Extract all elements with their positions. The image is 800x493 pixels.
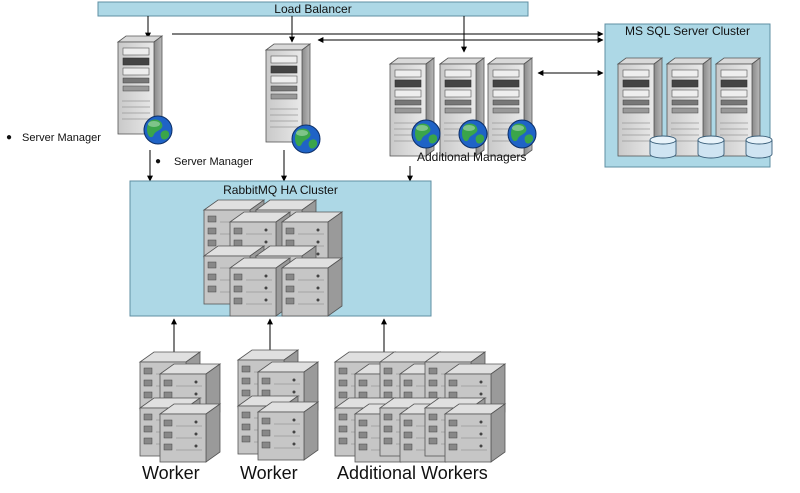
server-manager-label-2: Server Manager bbox=[174, 156, 253, 168]
sql-servers bbox=[617, 57, 773, 159]
bullet-icon: ● bbox=[6, 132, 13, 143]
database-icon bbox=[745, 135, 773, 159]
globe-icon bbox=[507, 119, 537, 149]
rack-server-icon bbox=[229, 257, 291, 317]
connectors bbox=[145, 16, 604, 356]
worker-1-servers bbox=[139, 351, 221, 463]
database-icon bbox=[649, 135, 677, 159]
rabbitmq-cluster-label: RabbitMQ HA Cluster bbox=[223, 183, 338, 197]
rack-server-icon bbox=[281, 257, 343, 317]
globe-icon bbox=[291, 124, 321, 154]
worker-label-1: Worker bbox=[142, 463, 200, 483]
additional-workers-label: Additional Workers bbox=[337, 463, 488, 483]
globe-icon bbox=[411, 119, 441, 149]
additional-managers-group bbox=[389, 57, 537, 157]
rack-server-icon bbox=[444, 403, 506, 463]
additional-workers-servers bbox=[334, 351, 506, 463]
server-manager-label-1: Server Manager bbox=[22, 132, 101, 144]
server-manager-2 bbox=[265, 43, 321, 154]
bullet-icon: ● bbox=[155, 156, 162, 167]
load-balancer-bar bbox=[97, 1, 529, 17]
additional-managers-label: Additional Managers bbox=[417, 150, 527, 164]
globe-icon bbox=[143, 115, 173, 145]
sql-cluster-label: MS SQL Server Cluster bbox=[625, 24, 750, 38]
globe-icon bbox=[458, 119, 488, 149]
rack-server-icon bbox=[257, 401, 319, 461]
server-manager-1 bbox=[117, 35, 173, 145]
database-icon bbox=[697, 135, 725, 159]
rabbitmq-servers bbox=[203, 199, 343, 317]
worker-label-2: Worker bbox=[240, 463, 298, 483]
rack-server-icon bbox=[159, 403, 221, 463]
load-balancer-label: Load Balancer bbox=[274, 2, 352, 16]
worker-2-servers bbox=[237, 349, 319, 461]
